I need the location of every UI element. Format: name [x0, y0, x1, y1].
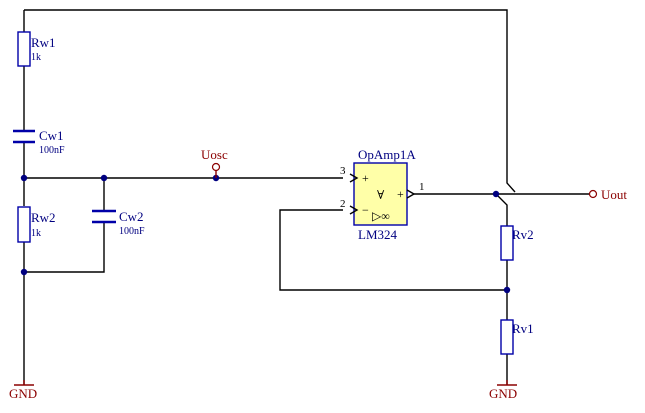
wire-inv-input	[279, 209, 507, 291]
resistor-body	[500, 319, 514, 355]
wires	[23, 9, 589, 385]
opamp-opamp1a[interactable]: OpAmp1A LM324 3 2 1 + − + ∀ ▷∞	[340, 147, 425, 242]
cw2-value: 100nF	[119, 226, 145, 237]
opamp-ref: OpAmp1A	[358, 147, 416, 162]
resistor-body	[17, 206, 31, 243]
net-label-uout[interactable]: Uout	[588, 187, 628, 202]
resistor-rv1[interactable]: Rv1	[500, 319, 534, 355]
opamp-body	[353, 162, 408, 226]
junction-dot	[492, 190, 500, 198]
delta-symbol: ∀	[377, 188, 385, 202]
wire-cw2-bottom	[24, 223, 105, 273]
plus-sign: +	[362, 171, 369, 185]
uout-label: Uout	[601, 187, 627, 202]
rv1-ref: Rv1	[512, 321, 534, 336]
output-sign: +	[397, 187, 404, 201]
net-port-circle	[211, 162, 221, 172]
resistor-body	[500, 225, 514, 261]
junction-dot	[20, 268, 28, 276]
junction-dot	[20, 174, 28, 182]
rw2-ref: Rw2	[31, 210, 56, 225]
rw1-value: 1k	[31, 52, 41, 63]
pin-arrow	[349, 205, 359, 215]
pin-arrow	[406, 189, 416, 199]
resistor-rw1[interactable]: Rw1 1k	[17, 31, 56, 67]
resistor-rw2[interactable]: Rw2 1k	[17, 206, 56, 243]
pin-number-out: 1	[419, 181, 425, 193]
ground-left[interactable]: GND	[9, 380, 37, 401]
wire-out-rv2	[495, 193, 508, 226]
capacitor-cw2[interactable]: Cw2 100nF	[92, 209, 145, 237]
cw1-ref: Cw1	[39, 128, 64, 143]
net-label-uosc[interactable]: Uosc	[201, 147, 228, 178]
junction-dot	[100, 174, 108, 182]
minus-sign: −	[362, 203, 369, 217]
gnd-left-label: GND	[9, 386, 37, 401]
uosc-label: Uosc	[201, 147, 228, 162]
resistor-body	[17, 31, 31, 67]
capacitor-cw1[interactable]: Cw1 100nF	[13, 128, 65, 156]
rw2-value: 1k	[31, 228, 41, 239]
cw2-ref: Cw2	[119, 209, 144, 224]
pin-arrow	[349, 173, 359, 183]
infinity-symbol: ▷∞	[372, 209, 390, 223]
net-port-circle	[588, 189, 598, 199]
rv2-ref: Rv2	[512, 227, 534, 242]
junctions	[20, 174, 511, 294]
rw1-ref: Rw1	[31, 35, 56, 50]
resistor-rv2[interactable]: Rv2	[500, 225, 534, 261]
opamp-part: LM324	[358, 227, 398, 242]
pin-number-minus: 2	[340, 198, 346, 210]
wire-top-bus	[24, 9, 516, 193]
ground-right[interactable]: GND	[489, 380, 517, 401]
gnd-right-label: GND	[489, 386, 517, 401]
junction-dot	[503, 286, 511, 294]
pin-number-plus: 3	[340, 165, 346, 177]
cw1-value: 100nF	[39, 145, 65, 156]
